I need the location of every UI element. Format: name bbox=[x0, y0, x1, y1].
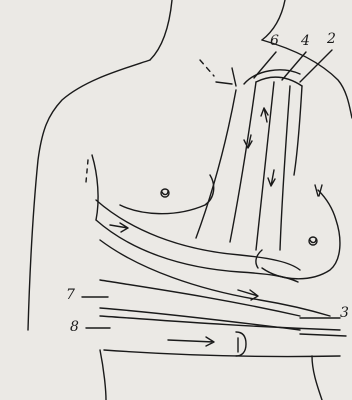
diagonal-band-outer-left bbox=[196, 90, 236, 238]
label-2: 2 bbox=[327, 32, 336, 46]
band-8-bottom bbox=[104, 350, 340, 357]
right-nipple-mark bbox=[310, 239, 316, 243]
sternal-notch bbox=[232, 68, 236, 86]
left-torso-lower bbox=[100, 350, 106, 400]
leader-4 bbox=[282, 52, 306, 80]
label-6: 6 bbox=[270, 34, 279, 48]
leader-6 bbox=[254, 52, 276, 78]
label-8: 8 bbox=[70, 320, 79, 334]
diagonal-band-b bbox=[256, 82, 274, 250]
arrow-diagonal-3 bbox=[268, 170, 275, 186]
leader-2 bbox=[300, 50, 332, 82]
label-7: 7 bbox=[66, 288, 75, 302]
arrow-diagonal-2 bbox=[261, 108, 268, 122]
left-nipple-mark bbox=[162, 191, 168, 195]
left-armpit-line bbox=[92, 155, 98, 220]
left-armpit-dash bbox=[86, 160, 88, 182]
diagonal-band-c bbox=[280, 86, 290, 250]
right-breast-outline bbox=[262, 190, 340, 279]
clavicle-left bbox=[200, 60, 214, 76]
arrow-chest-left bbox=[110, 223, 128, 232]
neck-left-line bbox=[150, 0, 172, 60]
left-shoulder-line bbox=[28, 60, 150, 330]
right-breast-lower bbox=[256, 250, 262, 268]
diagonal-band-a bbox=[230, 82, 256, 242]
label-3: 3 bbox=[340, 306, 349, 320]
diagonal-band-d bbox=[294, 86, 302, 175]
chest-band-top bbox=[96, 200, 300, 270]
label-4: 4 bbox=[301, 34, 310, 48]
clavicle-left-2 bbox=[216, 82, 232, 84]
arrow-band-8 bbox=[168, 337, 214, 346]
leader-extra bbox=[300, 334, 346, 336]
shoulder-band-top-1 bbox=[256, 77, 302, 86]
right-torso-lower bbox=[312, 356, 322, 400]
